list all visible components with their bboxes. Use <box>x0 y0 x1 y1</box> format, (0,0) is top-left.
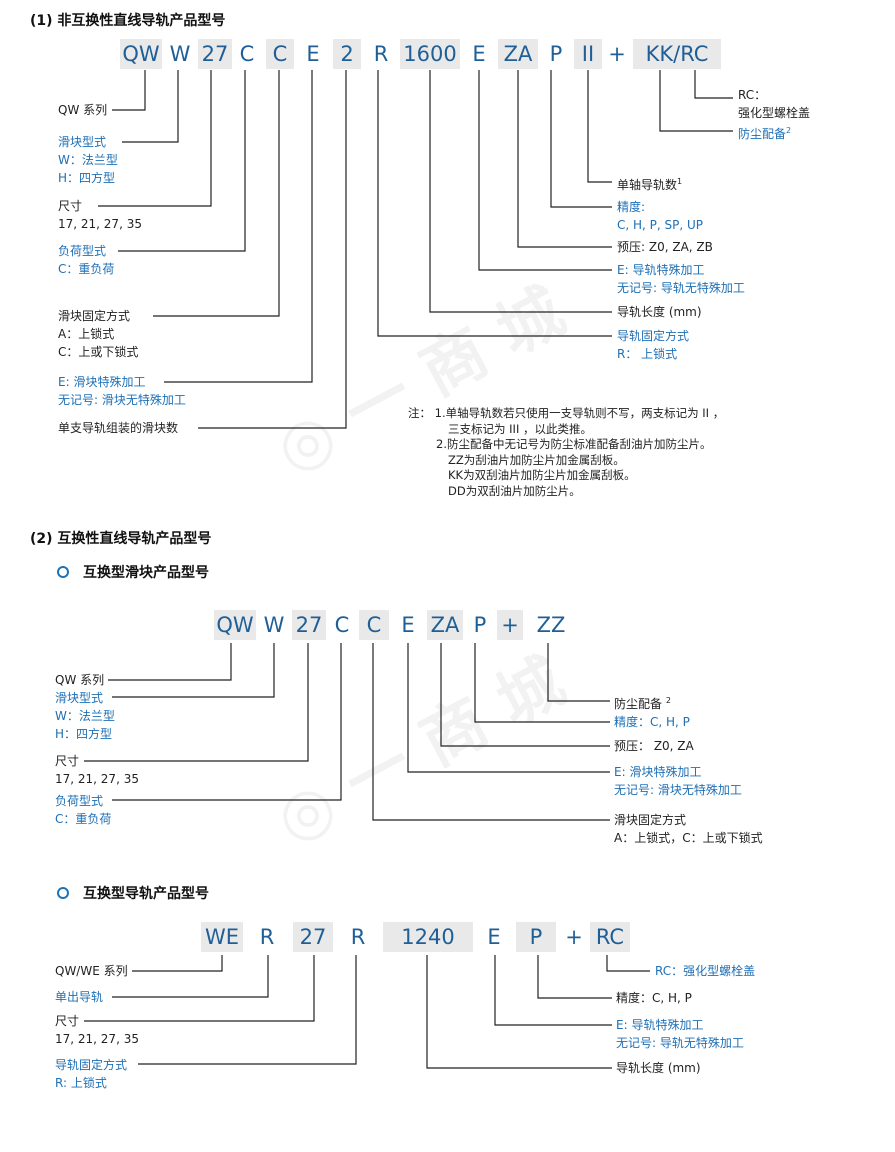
label-rc: RC：强化型螺栓盖 <box>655 964 756 978</box>
code-size: 27 <box>198 39 232 69</box>
label-fix: 滑块固定方式 A：上锁式，C：上或下锁式 <box>614 813 763 845</box>
label-preload: 预压： Z0, ZA <box>614 739 694 753</box>
code-size: 27 <box>292 610 326 640</box>
label-series: QW 系列 <box>58 103 108 117</box>
label-single: 单出导轨 <box>55 990 104 1004</box>
code-dust: KK/RC <box>633 39 721 69</box>
label-dust: 防尘配备 2 <box>614 696 671 711</box>
label-series: QW/WE 系列 <box>55 964 128 978</box>
label-length: 导轨长度 (mm) <box>616 1061 701 1075</box>
code-accuracy: P <box>549 42 563 66</box>
label-size: 尺寸 17, 21, 27, 35 <box>58 199 142 231</box>
rails-subtitle: 互换型导轨产品型号 <box>83 886 209 902</box>
label-accuracy: 精度：C, H, P <box>614 715 690 729</box>
code-accuracy: P <box>473 613 487 637</box>
code-block-special: E <box>306 42 320 66</box>
code-block-count: 2 <box>333 39 361 69</box>
code-rail-special: E <box>472 42 486 66</box>
bullet-icon <box>57 566 69 578</box>
label-fix: 导轨固定方式 R: 上锁式 <box>55 1058 128 1090</box>
code-accuracy: P <box>516 922 556 952</box>
code-special: E <box>401 613 415 637</box>
label-accuracy: 精度: C, H, P, SP, UP <box>617 200 704 232</box>
bullet-icon <box>57 887 69 899</box>
label-series: QW 系列 <box>55 673 105 687</box>
code-special: E <box>487 925 501 949</box>
code-size: 27 <box>293 922 333 952</box>
label-rail-count: 单轴导轨数1 <box>617 177 683 192</box>
label-block-type: 滑块型式 W：法兰型 H：四方型 <box>58 135 118 185</box>
code-load: C <box>239 42 255 66</box>
code-load: C <box>334 613 350 637</box>
label-dust: 防尘配备2 <box>738 126 792 141</box>
label-rail-length: 导轨长度 (mm) <box>617 305 702 319</box>
code-series: WE <box>201 922 243 952</box>
label-rc: RC： 强化型螺栓盖 <box>738 88 811 120</box>
code-dust: ZZ <box>536 613 566 637</box>
label-accuracy: 精度：C, H, P <box>616 991 692 1005</box>
label-size: 尺寸 17, 21, 27, 35 <box>55 754 139 786</box>
code-plus: + <box>608 42 626 66</box>
code-rail-fix: R <box>373 42 389 66</box>
section2-title: (2) 互换性直线导轨产品型号 <box>30 531 212 547</box>
section1-title: (1) 非互换性直线导轨产品型号 <box>30 13 226 29</box>
code-length: 1240 <box>383 922 473 952</box>
label-preload: 预压: Z0, ZA, ZB <box>617 240 713 254</box>
code-fix: C <box>359 610 389 640</box>
code-single: R <box>259 925 275 949</box>
label-special: E: 导轨特殊加工 无记号: 导轨无特殊加工 <box>616 1018 744 1050</box>
code-preload: ZA <box>498 39 538 69</box>
code-series: QW <box>214 610 256 640</box>
code-preload: ZA <box>427 610 463 640</box>
blocks-subtitle: 互换型滑块产品型号 <box>83 565 209 581</box>
code-block-fix: C <box>266 39 294 69</box>
code-rail-length: 1600 <box>400 39 460 69</box>
code-plus: + <box>565 925 583 949</box>
code-rc: RC <box>590 922 630 952</box>
code-block-type: W <box>169 42 191 66</box>
label-block-count: 单支导轨组装的滑块数 <box>58 421 179 435</box>
label-special: E: 滑块特殊加工 无记号: 滑块无特殊加工 <box>614 765 742 797</box>
code-plus: + <box>497 610 523 640</box>
label-load: 负荷型式 C：重负荷 <box>58 244 115 276</box>
label-block-fix: 滑块固定方式 A：上锁式 C：上或下锁式 <box>58 309 139 359</box>
label-size: 尺寸 17, 21, 27, 35 <box>55 1014 139 1046</box>
label-rail-special: E: 导轨特殊加工 无记号: 导轨无特殊加工 <box>617 263 745 295</box>
label-block-special: E: 滑块特殊加工 无记号: 滑块无特殊加工 <box>58 375 186 407</box>
code-series: QW <box>120 39 162 69</box>
code-rail-count: II <box>574 39 602 69</box>
label-rail-fix: 导轨固定方式 R： 上锁式 <box>617 329 690 361</box>
label-load: 负荷型式 C：重负荷 <box>55 794 112 826</box>
label-block-type: 滑块型式 W：法兰型 H：四方型 <box>55 691 115 741</box>
code-fix: R <box>350 925 366 949</box>
code-block-type: W <box>263 613 285 637</box>
notes: 注： 1.单轴导轨数若只使用一支导轨则不写，两支标记为 II ， 三支标记为 I… <box>408 406 725 498</box>
